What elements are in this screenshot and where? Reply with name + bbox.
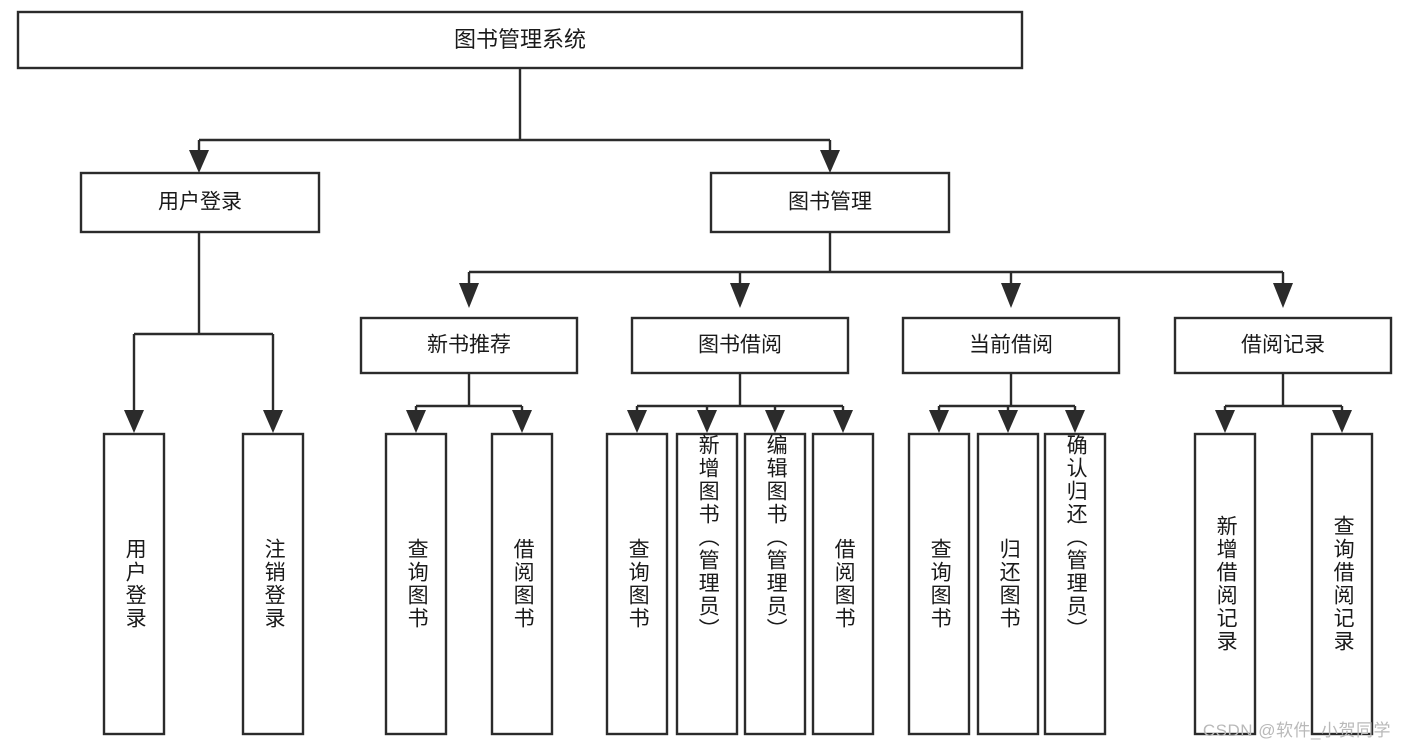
arrow-head-leaf-query-book-2 <box>627 410 647 433</box>
arrow-head-leaf-confirm-return <box>1065 410 1085 433</box>
node-new-book-recommend[interactable]: 新书推荐 <box>359 316 579 375</box>
arrow-head-book-borrow <box>730 283 750 308</box>
node-book-borrow[interactable]: 图书借阅 <box>630 316 850 375</box>
arrow-head-leaf-borrow-book-2 <box>833 410 853 433</box>
arrow-head-leaf-add-record <box>1215 410 1235 433</box>
leaf-box-query-borrow-record[interactable] <box>1310 432 1374 736</box>
node-root-system[interactable]: 图书管理系统 <box>16 10 1024 70</box>
node-layer: 图书管理系统 用户登录 图书管理 新书推荐 图书借阅 <box>16 10 1393 736</box>
arrow-head-leaf-query-book-1 <box>406 410 426 433</box>
node-current-borrow[interactable]: 当前借阅 <box>901 316 1121 375</box>
leaf-box-query-book-recommend[interactable] <box>384 432 448 736</box>
leaf-box-edit-book-admin[interactable] <box>743 432 807 736</box>
node-book-borrow-box[interactable] <box>630 316 850 375</box>
node-book-borrow-label: 图书借阅 <box>698 334 782 357</box>
node-root-system-box[interactable] <box>16 10 1024 70</box>
arrow-head-leaf-query-record <box>1332 410 1352 433</box>
node-user-login[interactable]: 用户登录 <box>79 171 321 234</box>
leaf-box-query-book-borrow[interactable] <box>605 432 669 736</box>
arrow-head-user-login <box>189 150 209 173</box>
leaf-box-borrow-book-recommend[interactable] <box>490 432 554 736</box>
leaf-box-user-login[interactable] <box>102 432 166 736</box>
node-book-management-label: 图书管理 <box>788 191 872 214</box>
node-current-borrow-label: 当前借阅 <box>969 334 1053 357</box>
leaf-box-add-book-admin[interactable] <box>675 432 739 736</box>
arrow-head-leaf-borrow-book-1 <box>512 410 532 433</box>
arrow-head-leaf-edit-book <box>765 410 785 433</box>
node-user-login-box[interactable] <box>79 171 321 234</box>
node-new-book-recommend-label: 新书推荐 <box>427 334 511 357</box>
leaf-box-borrow-book[interactable] <box>811 432 875 736</box>
arrow-head-leaf-user-login <box>124 410 144 433</box>
node-new-book-recommend-box[interactable] <box>359 316 579 375</box>
arrow-head-current-borrow <box>1001 283 1021 308</box>
arrow-head-leaf-add-book <box>697 410 717 433</box>
arrow-head-new-book-recommend <box>459 283 479 308</box>
node-borrow-record-box[interactable] <box>1173 316 1393 375</box>
arrow-head-leaf-logout <box>263 410 283 433</box>
node-current-borrow-box[interactable] <box>901 316 1121 375</box>
leaf-box-confirm-return-admin[interactable] <box>1043 432 1107 736</box>
leaf-box-query-book-current[interactable] <box>907 432 971 736</box>
node-book-management-box[interactable] <box>709 171 951 234</box>
arrow-head-leaf-query-book-3 <box>929 410 949 433</box>
node-root-system-label: 图书管理系统 <box>454 27 586 52</box>
arrow-head-borrow-record <box>1273 283 1293 308</box>
node-borrow-record[interactable]: 借阅记录 <box>1173 316 1393 375</box>
arrow-head-book-mgmt <box>820 150 840 173</box>
node-book-management[interactable]: 图书管理 <box>709 171 951 234</box>
leaf-box-return-book[interactable] <box>976 432 1040 736</box>
connector-layer <box>124 68 1352 433</box>
arrow-head-leaf-return-book <box>998 410 1018 433</box>
node-user-login-label: 用户登录 <box>158 191 242 214</box>
node-borrow-record-label: 借阅记录 <box>1241 334 1325 357</box>
leaf-box-add-borrow-record[interactable] <box>1193 432 1257 736</box>
leaf-box-logout[interactable] <box>241 432 305 736</box>
